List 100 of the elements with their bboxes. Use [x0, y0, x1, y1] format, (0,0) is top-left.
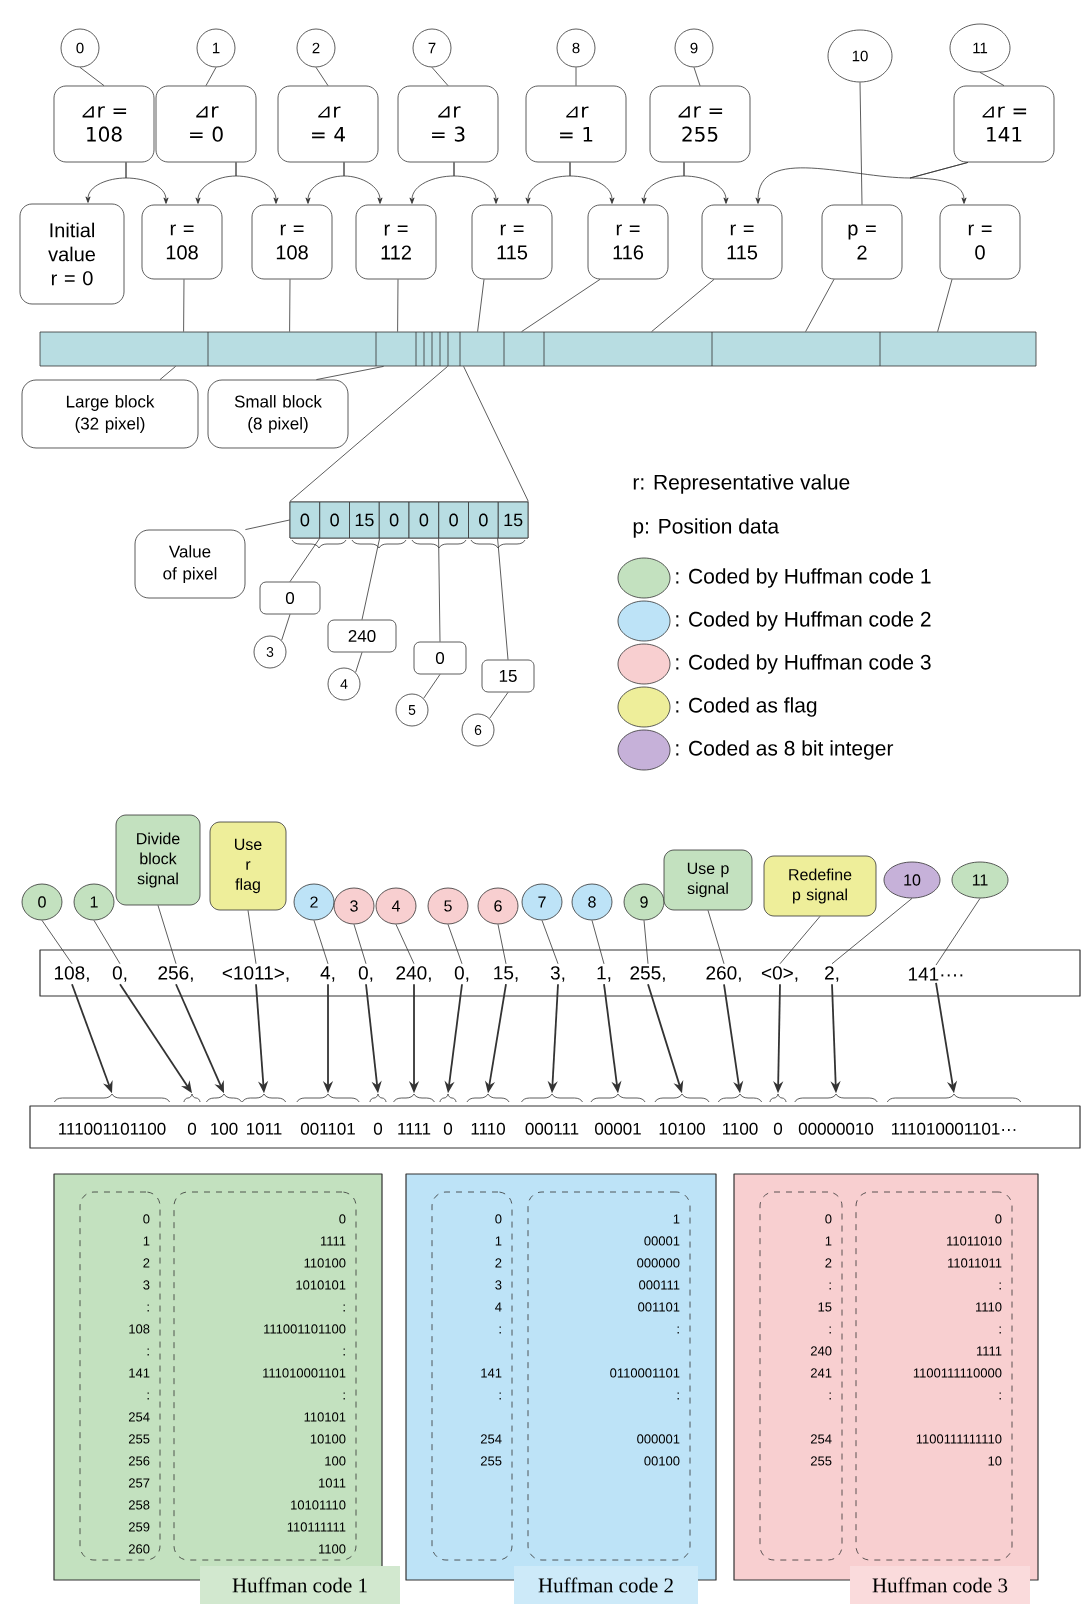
- pixel-cell: 0: [319, 501, 350, 539]
- leader-line: [315, 67, 329, 86]
- leader-line: [497, 924, 507, 965]
- leader-line: [313, 920, 329, 965]
- sequence-value: 2,: [825, 966, 839, 982]
- callout-bubble: Divide block signal: [115, 814, 201, 906]
- callout-bubble: 8: [571, 883, 613, 921]
- value-box: r = 115: [471, 204, 553, 280]
- difference-box: ⊿r = 4: [277, 85, 379, 163]
- bit-group: 0: [373, 1122, 383, 1135]
- leader-line: [935, 898, 981, 966]
- curved-arrow: [125, 162, 169, 204]
- bit-group: 0: [773, 1122, 783, 1135]
- leader-line: [831, 898, 913, 965]
- leader-line: [289, 538, 320, 582]
- sequence-value: 141····: [908, 967, 963, 981]
- leader-line: [79, 67, 105, 86]
- pixel-cell: 15: [349, 501, 380, 539]
- callout-bubble: Redefine p signal: [763, 855, 877, 917]
- bit-group: 0: [443, 1122, 453, 1135]
- leader-line: [205, 67, 217, 86]
- sequence-value: 0,: [358, 966, 373, 982]
- leader-line: [159, 366, 176, 380]
- leader-line: [353, 924, 367, 965]
- leader-line: [247, 910, 257, 965]
- leader-line: [779, 916, 821, 965]
- zoom-lines: [289, 366, 529, 502]
- pixel-cell: 0: [408, 501, 440, 539]
- leader-line: [245, 519, 290, 530]
- sequence-value: 0,: [454, 966, 469, 982]
- curved-arrow: [453, 162, 499, 204]
- curved-arrow: [683, 162, 729, 204]
- leader-line: [575, 67, 577, 86]
- callout-box: Small block (8 pixel): [207, 379, 349, 449]
- table-caption: Huffman code 1: [200, 1566, 400, 1604]
- curved-arrow: [235, 162, 279, 204]
- sequence-value: 260,: [706, 966, 741, 982]
- bit-group: 1011: [247, 1122, 282, 1135]
- legend-text: : Coded by Huffman code 2: [676, 611, 931, 631]
- difference-box: ⊿r = 108: [53, 85, 155, 163]
- sequence-value: 0,: [112, 966, 127, 982]
- callout-bubble: 6: [477, 887, 519, 925]
- curved-arrow: [569, 162, 615, 204]
- leader-line: [93, 920, 121, 965]
- bit-group: 1111: [398, 1122, 431, 1135]
- leader-line: [489, 692, 509, 719]
- bit-group: 00000010: [798, 1122, 874, 1135]
- bit-group: 1100: [723, 1122, 758, 1135]
- bit-group: 10100: [659, 1122, 705, 1135]
- leader-line: [859, 82, 863, 205]
- leader-line: [355, 652, 363, 673]
- value-box: 240: [327, 619, 397, 653]
- value-box: p = 2: [821, 204, 903, 280]
- value-box: r = 115: [701, 204, 783, 280]
- sequence-value: 15,: [494, 966, 518, 982]
- callout-bubble: 4: [375, 887, 417, 925]
- sequence-value: 255,: [630, 966, 665, 982]
- sequence-value: 240,: [396, 966, 431, 982]
- callout-bubble: 2: [293, 883, 335, 921]
- leader-line: [281, 614, 291, 641]
- leader-line: [423, 674, 441, 699]
- sequence-value: 108,: [54, 966, 89, 982]
- leader-line: [157, 905, 177, 965]
- value-box: r = 116: [587, 204, 669, 280]
- difference-box: ⊿r = 0: [155, 85, 257, 163]
- pixel-cell: 0: [289, 501, 321, 539]
- key-text: r: Representative value: [633, 474, 850, 494]
- bit-group: 1110: [471, 1122, 505, 1135]
- sequence-value: 256,: [158, 966, 193, 982]
- callout-bubble: 0: [21, 883, 63, 921]
- sequence-value: 4,: [320, 966, 335, 982]
- value-box: r = 108: [141, 204, 223, 280]
- value-box: r = 0: [939, 204, 1021, 280]
- value-box: 15: [481, 659, 535, 693]
- leader-line: [693, 67, 701, 86]
- sequence-value: 3,: [550, 966, 565, 982]
- legend-text: : Coded by Huffman code 1: [676, 568, 931, 588]
- legend-text: : Coded by Huffman code 3: [676, 654, 931, 674]
- callout-bubble: 1: [73, 883, 115, 921]
- leader-line: [979, 72, 1005, 86]
- leader-line: [41, 920, 73, 965]
- sequence-value: <1011>,: [222, 966, 289, 982]
- curved-arrow: [909, 162, 969, 204]
- callout-bubble: 10: [883, 861, 941, 899]
- bit-group: 111010001101···: [891, 1122, 1016, 1135]
- table-caption: Huffman code 2: [514, 1566, 698, 1604]
- callout-bubble: 3: [333, 887, 375, 925]
- table-caption: Huffman code 3: [850, 1566, 1030, 1604]
- pixel-cell: 15: [497, 501, 529, 539]
- pixel-cell: 0: [438, 501, 469, 539]
- sequence-value: <0>,: [761, 966, 798, 982]
- pixel-cell: 0: [468, 501, 499, 539]
- leader-line: [183, 279, 185, 332]
- legend-text: : Coded as flag: [676, 697, 817, 717]
- leader-line: [395, 924, 415, 965]
- callout-bubble: Use p signal: [663, 849, 753, 911]
- leader-line: [497, 538, 509, 660]
- leader-line: [805, 279, 835, 332]
- value-box: Initial value r = 0: [19, 203, 125, 305]
- leader-line: [937, 279, 953, 332]
